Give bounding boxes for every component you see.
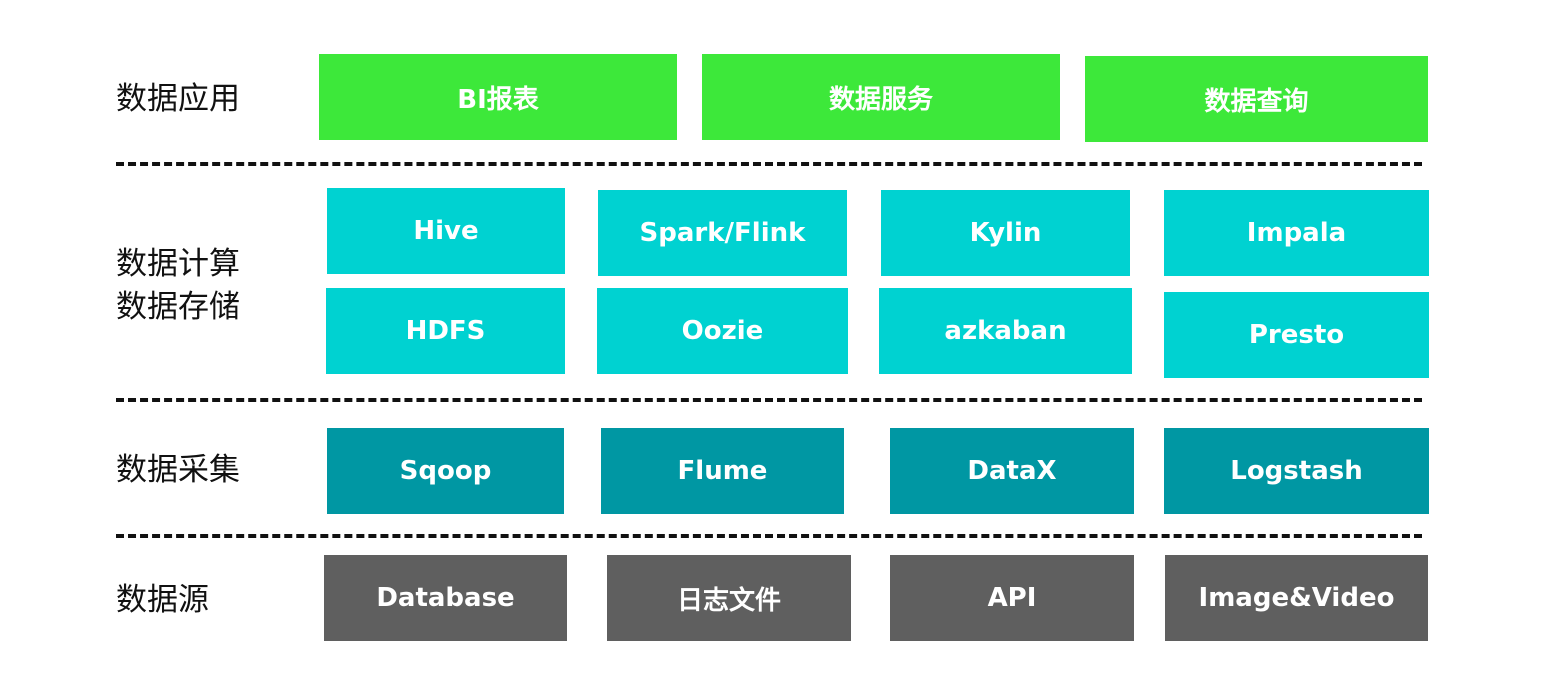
divider-3 [116, 534, 1422, 538]
box-datax: DataX [890, 428, 1134, 514]
divider-1 [116, 162, 1422, 166]
layer-label-collection: 数据采集 [116, 452, 240, 488]
box-flume: Flume [601, 428, 844, 514]
box-database: Database [324, 555, 567, 641]
layer-label-storage: 数据存储 [116, 289, 240, 325]
box-impala: Impala [1164, 190, 1429, 276]
box-presto: Presto [1164, 292, 1429, 378]
box-api: API [890, 555, 1134, 641]
divider-2 [116, 398, 1422, 402]
box-bi-report: BI报表 [319, 54, 677, 140]
box-log-files: 日志文件 [607, 555, 851, 641]
box-azkaban: azkaban [879, 288, 1132, 374]
box-data-service: 数据服务 [702, 54, 1060, 140]
box-spark-flink: Spark/Flink [598, 190, 847, 276]
box-hdfs: HDFS [326, 288, 565, 374]
box-data-query: 数据查询 [1085, 56, 1428, 142]
layer-label-source: 数据源 [116, 582, 209, 618]
box-kylin: Kylin [881, 190, 1130, 276]
box-hive: Hive [327, 188, 565, 274]
box-oozie: Oozie [597, 288, 848, 374]
box-logstash: Logstash [1164, 428, 1429, 514]
layer-label-compute: 数据计算 [116, 246, 240, 282]
box-image-video: Image&Video [1165, 555, 1428, 641]
box-sqoop: Sqoop [327, 428, 564, 514]
layer-label-application: 数据应用 [116, 81, 240, 117]
